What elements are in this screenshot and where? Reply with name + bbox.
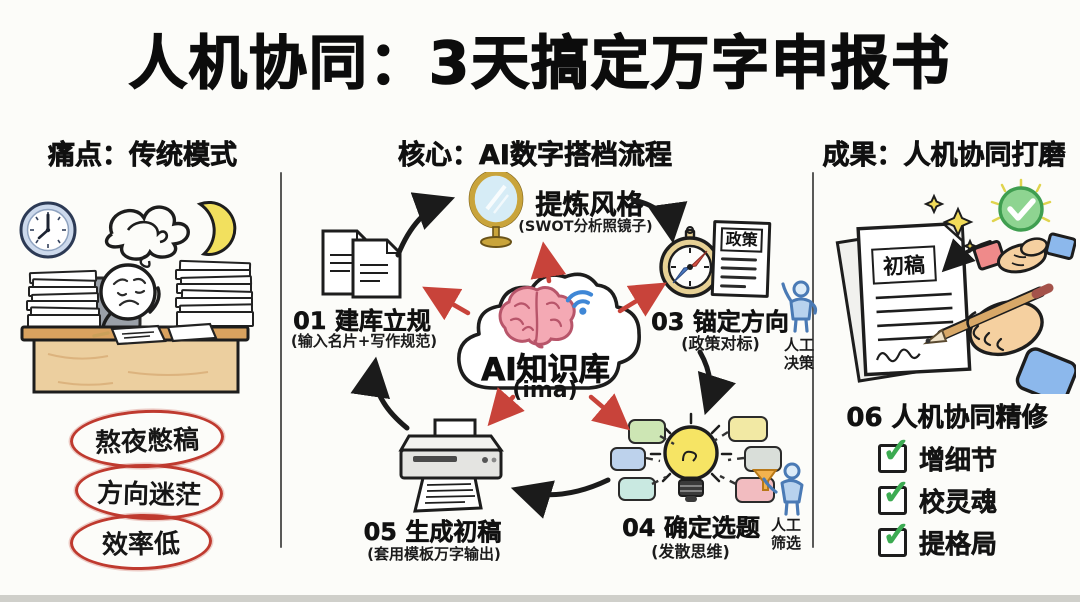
idea-box-teal xyxy=(618,477,656,501)
hand-pencil-icon xyxy=(922,283,1076,394)
pain-point-label: 方向迷茫 xyxy=(96,478,202,511)
lightbulb-icon xyxy=(649,412,733,502)
idea-box-green xyxy=(628,419,666,444)
check-glyph: ✓ xyxy=(881,431,911,471)
pain-point-label: 效率低 xyxy=(101,528,181,561)
page-title: 人机协同：3天搞定万字申报书 xyxy=(128,28,952,98)
check-glyph: ✓ xyxy=(881,515,911,555)
arrow-03-to-04 xyxy=(697,349,736,416)
handshake-to-paper-arrow xyxy=(941,238,992,273)
wifi-icon xyxy=(565,290,594,315)
pain-point-oval: 方向迷茫 xyxy=(74,462,224,522)
hub-arrow-to-04 xyxy=(588,393,631,431)
human-filter-label: 人工筛选 xyxy=(770,516,801,552)
bottom-edge-strip xyxy=(0,595,1080,602)
arrow-04-to-05 xyxy=(510,477,611,519)
checkbox-checked-icon: ✓ xyxy=(878,517,911,557)
hub-name: AI知识库 xyxy=(481,352,610,389)
pain-point-oval: 效率低 xyxy=(69,512,213,572)
mirror-icon xyxy=(468,172,524,248)
human-filter-person-icon xyxy=(752,462,804,516)
checklist-label: 校灵魂 xyxy=(919,488,998,519)
checklist-label: 提格局 xyxy=(919,530,998,561)
handshake-icon xyxy=(972,232,1076,274)
policy-doc-line xyxy=(720,284,747,289)
checkbox-checked-icon: ✓ xyxy=(878,475,911,515)
paper-stack-right xyxy=(175,259,254,327)
step-04-label: 04 确定选题 xyxy=(622,514,760,543)
pain-point-label: 熬夜憋稿 xyxy=(94,424,200,459)
step-06-label: 06 人机协同精修 xyxy=(846,403,1048,434)
checklist-item: ✓ 增细节 xyxy=(878,433,998,477)
step-01-label: 01 建库立规 xyxy=(293,307,431,336)
check-glyph: ✓ xyxy=(881,473,911,513)
right-section-header: 成果：人机协同打磨 xyxy=(822,140,1066,172)
result-illustration xyxy=(835,178,1076,394)
stress-scribble-icon xyxy=(104,205,190,269)
human-decide-person-icon xyxy=(781,280,818,333)
step-05-note: (套用模板万字输出) xyxy=(367,545,501,563)
step-05-label: 05 生成初稿 xyxy=(363,518,502,547)
moon-icon xyxy=(196,200,237,256)
clock-icon xyxy=(19,201,77,259)
compass-icon xyxy=(659,226,721,298)
printer-icon xyxy=(398,418,504,513)
paper-stack-left xyxy=(26,269,101,328)
human-decide-label: 人工决策 xyxy=(783,336,814,372)
policy-doc-line xyxy=(720,275,757,280)
policy-document-label: 政策 xyxy=(720,227,764,253)
step-01-note: (输入名片+写作规范) xyxy=(290,332,438,350)
draft-label: 初稿 xyxy=(871,245,937,285)
policy-doc-line xyxy=(720,257,758,262)
checklist-label: 增细节 xyxy=(919,446,998,477)
idea-box-blue xyxy=(610,447,646,471)
checklist-item: ✓ 校灵魂 xyxy=(878,475,998,519)
policy-doc-line xyxy=(720,266,757,271)
approved-check-icon xyxy=(990,178,1052,232)
step-03-note: (政策对标) xyxy=(681,334,760,353)
brain-icon xyxy=(498,286,576,349)
hub-tag: (ima) xyxy=(512,378,578,403)
style-step-note: (SWOT分析照镜子) xyxy=(518,219,653,235)
checkbox-checked-icon: ✓ xyxy=(878,433,911,473)
middle-section-header: 核心：AI数字搭档流程 xyxy=(398,140,673,172)
desk-papers-icon xyxy=(92,322,218,346)
step-03-label: 03 锚定方向 xyxy=(651,308,789,337)
idea-box-gray xyxy=(744,446,782,472)
policy-document-icon: 政策 xyxy=(710,220,772,298)
checklist-item: ✓ 提格局 xyxy=(878,517,998,561)
style-step-label: 提炼风格 xyxy=(535,190,644,222)
idea-box-yellow xyxy=(728,416,768,442)
documents-icon xyxy=(321,229,402,299)
pain-point-oval: 熬夜憋稿 xyxy=(69,407,225,471)
left-section-header: 痛点：传统模式 xyxy=(48,140,238,172)
left-divider xyxy=(280,172,282,548)
step-04-note: (发散思维) xyxy=(651,542,730,561)
tired-writer-illustration xyxy=(19,200,254,394)
right-divider xyxy=(812,172,814,548)
